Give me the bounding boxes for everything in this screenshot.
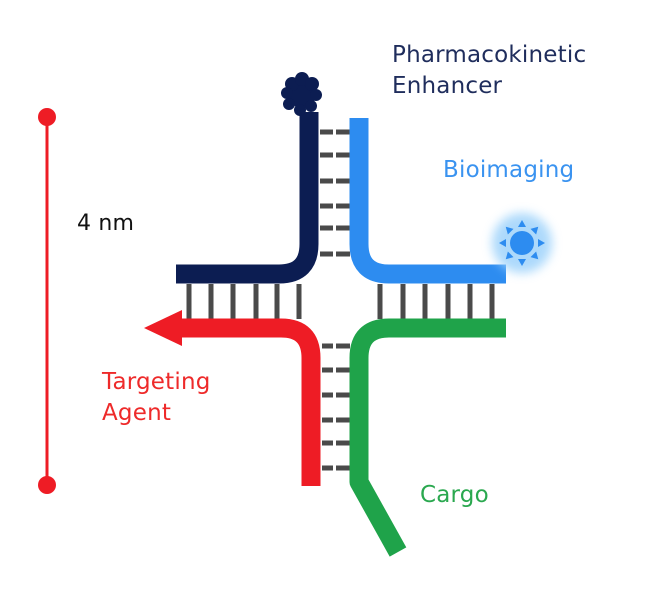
base-pairs [186, 129, 495, 471]
pharmacokinetic-enhancer-label: Pharmacokinetic Enhancer [392, 40, 586, 102]
targeting-strand-path [176, 318, 321, 486]
scale-bar-label: 4 nm [77, 211, 135, 236]
sun-ray [530, 226, 539, 235]
fuzzy-blob-icon [281, 72, 322, 116]
scale-bar-bottom-dot [38, 476, 56, 494]
targeting-strand [144, 310, 321, 486]
sun-ray [499, 239, 506, 247]
pharmacokinetic-strand [176, 72, 322, 284]
bioimaging-label-line-1: Bioimaging [443, 157, 575, 183]
pharmacokinetic-label-line-2: Enhancer [392, 73, 503, 99]
pharmacokinetic-label-line-1: Pharmacokinetic [392, 42, 587, 68]
sun-ray [518, 220, 526, 227]
bioimaging-strand-path [349, 118, 506, 284]
bioimaging-strand [349, 118, 552, 284]
bioimaging-label: Bioimaging [443, 155, 574, 186]
sun-ray [530, 251, 539, 260]
scale-bar-top-dot [38, 108, 56, 126]
arrow-head-icon [144, 310, 182, 346]
cargo-label-line-1: Cargo [420, 482, 489, 508]
scale-bar [38, 108, 56, 494]
sun-ray [518, 259, 526, 266]
fluorophore-sun-icon [492, 213, 552, 273]
sun-ray [505, 251, 514, 260]
sun-ray [505, 226, 514, 235]
cargo-strand [349, 318, 506, 557]
pharmacokinetic-strand-path [176, 112, 319, 284]
targeting-label-line-2: Agent [102, 400, 172, 426]
cargo-label: Cargo [420, 480, 489, 511]
sun-ray [538, 239, 545, 247]
targeting-label-line-1: Targeting [102, 369, 211, 395]
cargo-strand-path [349, 318, 506, 557]
targeting-agent-label: Targeting Agent [102, 367, 211, 429]
